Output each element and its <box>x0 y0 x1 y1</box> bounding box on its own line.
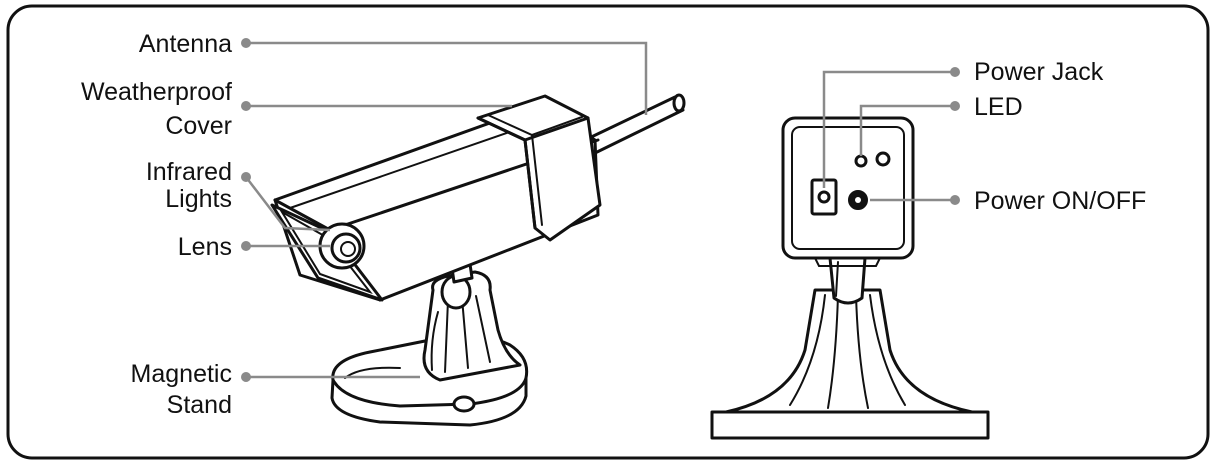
label-power-on-off: Power ON/OFF <box>974 187 1146 215</box>
label-magnetic-stand-line2: Stand <box>167 391 232 419</box>
label-infrared-lights-line2: Lights <box>165 185 232 213</box>
label-magnetic-stand-line1: Magnetic <box>131 360 232 388</box>
led-indicator <box>854 154 868 168</box>
front-view-camera <box>270 93 686 427</box>
label-lens: Lens <box>178 233 232 261</box>
back-stand-illustration <box>710 256 990 440</box>
label-infrared-lights-line1: Infrared <box>146 158 232 186</box>
magnetic-stand-illustration <box>330 262 529 427</box>
back-view-camera <box>710 116 990 440</box>
label-power-jack: Power Jack <box>974 58 1104 86</box>
label-weatherproof-cover-line1: Weatherproof <box>81 78 232 106</box>
leader-lines <box>241 38 960 382</box>
back-housing-illustration <box>781 116 915 267</box>
label-antenna: Antenna <box>139 30 232 58</box>
label-led: LED <box>974 93 1023 121</box>
label-weatherproof-cover-line2: Cover <box>165 112 232 140</box>
callout-labels: Antenna Weatherproof Cover Infrared Ligh… <box>81 30 1146 419</box>
